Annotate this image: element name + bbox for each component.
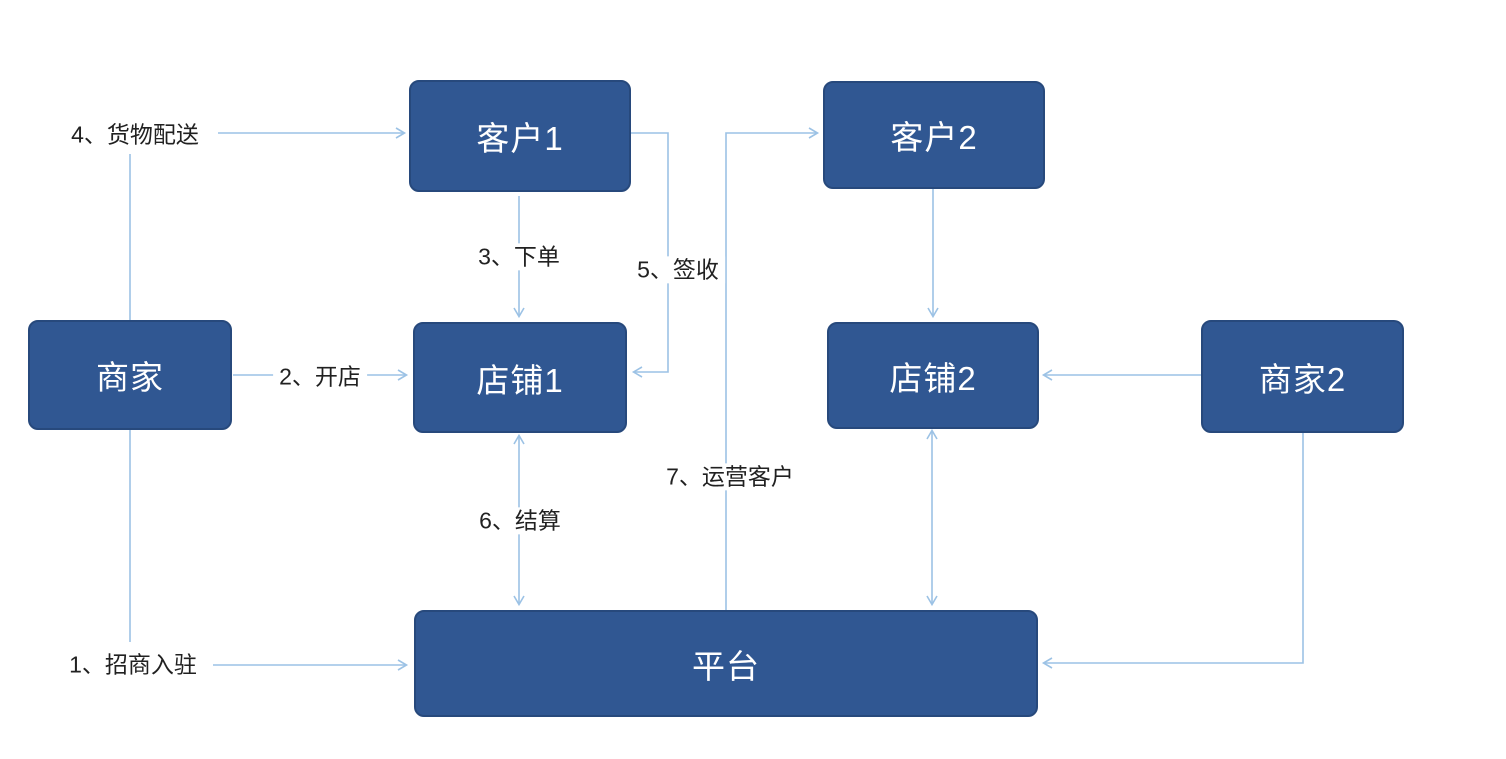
node-merchant2: 商家2: [1201, 320, 1404, 433]
edge-label-step7-operate-customers: 7、运营客户: [660, 463, 800, 491]
edge-label-step3-place-order: 3、下单: [472, 243, 566, 271]
edge-label-step4-delivery: 4、货物配送: [65, 121, 205, 149]
node-shop1: 店铺1: [413, 322, 627, 433]
node-shop2: 店铺2: [827, 322, 1039, 429]
edge-step7-operate-customers: [725, 127, 820, 610]
node-merchant1: 商家: [28, 320, 232, 430]
node-customer1: 客户1: [409, 80, 631, 192]
edge-label-step1-onboarding: 1、招商入驻: [63, 651, 203, 679]
edge-merchant2-to-platform: [1041, 433, 1304, 669]
edge-label-step5-sign-receipt: 5、签收: [631, 256, 725, 284]
node-customer2: 客户2: [823, 81, 1045, 189]
node-platform: 平台: [414, 610, 1038, 717]
edge-label-step6-settlement: 6、结算: [473, 507, 567, 535]
edge-label-step2-open-shop: 2、开店: [273, 363, 367, 391]
edge-step5-sign-receipt: [631, 132, 669, 378]
